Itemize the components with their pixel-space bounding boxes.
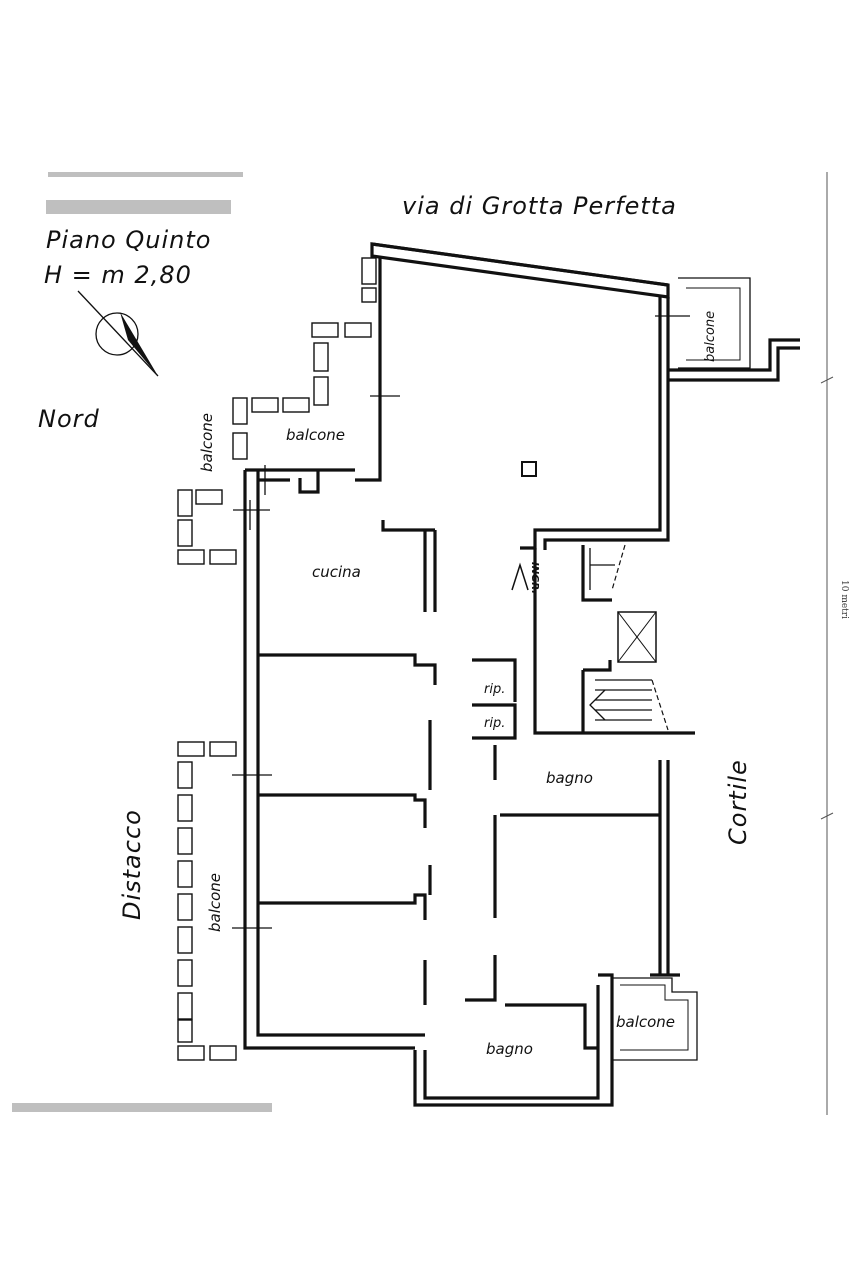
north-arrow-icon: [77, 290, 159, 377]
balcony-outline-south-east: [612, 977, 698, 1061]
blurred-stamp-top: [46, 172, 243, 214]
blurred-stamp-bottom: [12, 1103, 272, 1112]
balcony-rail-west: [177, 741, 237, 1061]
room-label-cucina: cucina: [312, 563, 361, 581]
floor-label: Piano Quinto: [46, 226, 211, 254]
room-label-bagno-upper: bagno: [546, 769, 593, 787]
room-label-ingresso: INGR.: [529, 562, 540, 594]
north-label: Nord: [38, 405, 100, 433]
elevator-shaft: [617, 611, 657, 663]
balcony-outline-top-right: [668, 277, 800, 382]
balcony-label-top-right: balcone: [703, 311, 718, 362]
street-top-label: via di Grotta Perfetta: [402, 192, 677, 220]
window-marks: [232, 315, 690, 929]
balcony-label-north-small: balcone: [198, 413, 216, 472]
balcony-label-west: balcone: [206, 873, 224, 932]
distacco-label: Distacco: [118, 809, 146, 920]
balcony-rail-north-small: [177, 489, 237, 565]
scale-label: 10 metri: [839, 580, 849, 619]
balcony-label-south-east: balcone: [616, 1013, 675, 1031]
exterior-walls: [243, 242, 695, 1107]
room-label-rip-1: rip.: [484, 682, 505, 697]
interior-walls: [258, 520, 660, 1050]
scale-bar: [820, 172, 834, 1115]
entrance-marker: INGR.: [511, 562, 540, 594]
balcony-rail-north: [232, 257, 377, 460]
cortile-label: Cortile: [724, 759, 752, 845]
height-label: H = m 2,80: [44, 261, 192, 289]
stair: [589, 544, 669, 731]
balcony-label-north: balcone: [286, 426, 345, 444]
room-label-rip-2: rip.: [484, 716, 505, 731]
room-label-bagno-lower: bagno: [486, 1040, 533, 1058]
column: [521, 461, 537, 477]
